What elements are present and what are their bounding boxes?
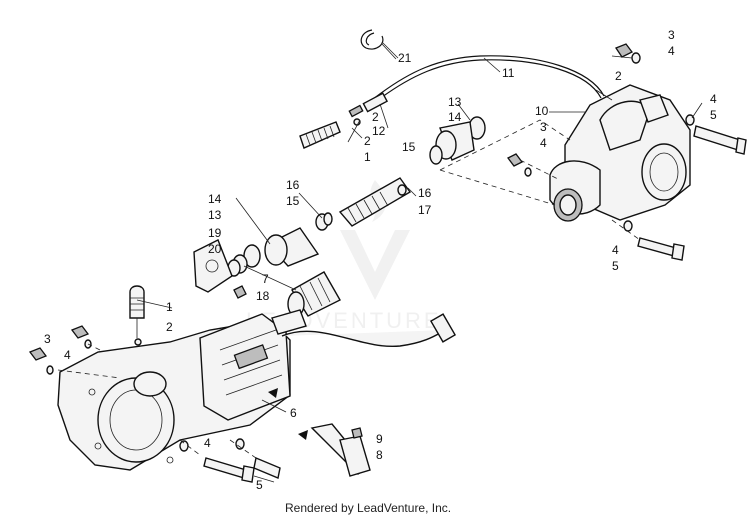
callout-label: 1 xyxy=(364,150,371,164)
render-credit: Rendered by LeadVenture, Inc. xyxy=(285,501,451,515)
pointer-arrow-icon xyxy=(298,430,308,440)
callout-label: 12 xyxy=(372,124,386,138)
callout-label: 4 xyxy=(64,348,71,362)
callout-label: 15 xyxy=(402,140,416,154)
callout-label: 20 xyxy=(208,242,222,256)
callout-label: 6 xyxy=(290,406,297,420)
drive-shaft-part xyxy=(315,177,417,231)
callout-label: 10 xyxy=(535,104,549,118)
callout-label: 14 xyxy=(448,110,462,124)
cable-end-assembly xyxy=(299,92,389,149)
small-screw-part xyxy=(233,285,247,299)
upper-boot-group xyxy=(429,116,486,165)
pointer-arrow-icon xyxy=(268,388,278,398)
callout-leaders xyxy=(136,43,703,483)
left-boot-group xyxy=(193,227,320,293)
callout-label: 19 xyxy=(208,226,222,240)
gear-case-assembly-part xyxy=(57,309,457,471)
callout-label: 5 xyxy=(710,108,717,122)
callout-label: 15 xyxy=(286,194,300,208)
callout-label: 5 xyxy=(256,478,263,492)
callout-label: 14 xyxy=(208,192,222,206)
callout-label: 16 xyxy=(418,186,432,200)
callout-label: 9 xyxy=(376,432,383,446)
callout-label: 16 xyxy=(286,178,300,192)
callout-label: 4 xyxy=(668,44,675,58)
snap-ring-part xyxy=(360,29,399,59)
callout-label: 17 xyxy=(418,203,432,217)
gear-case-housing-part xyxy=(549,84,691,222)
callout-label: 4 xyxy=(710,92,717,106)
shift-cable-part xyxy=(371,55,605,104)
callout-label: 2 xyxy=(372,110,379,124)
callout-label: 3 xyxy=(44,332,51,346)
callout-label: 13 xyxy=(208,208,222,222)
callout-label: 1 xyxy=(166,300,173,314)
mounting-bracket-part xyxy=(268,388,371,477)
callout-label: 7 xyxy=(262,272,269,286)
callout-label: 21 xyxy=(398,51,412,65)
callout-label: 4 xyxy=(204,436,211,450)
callout-label: 11 xyxy=(502,66,515,80)
callout-label: 2 xyxy=(166,320,173,334)
callout-labels: 21 11 2 12 2 1 13 14 15 10 3 4 2 4 5 3 4… xyxy=(44,28,717,492)
leader-lines-right xyxy=(439,119,641,241)
left-bolt-group xyxy=(28,325,281,483)
callout-label: 5 xyxy=(612,259,619,273)
upper-right-bolt-group xyxy=(507,43,747,261)
callout-label: 13 xyxy=(448,95,462,109)
leader-lines-left xyxy=(57,343,257,459)
left-small-boot xyxy=(129,285,145,380)
callout-label: 4 xyxy=(540,136,547,150)
callout-label: 3 xyxy=(540,120,547,134)
callout-label: 2 xyxy=(364,134,371,148)
callout-label: 3 xyxy=(668,28,675,42)
callout-label: 8 xyxy=(376,448,383,462)
callout-label: 18 xyxy=(256,289,270,303)
callout-label: 2 xyxy=(615,69,622,83)
callout-label: 4 xyxy=(612,243,619,257)
